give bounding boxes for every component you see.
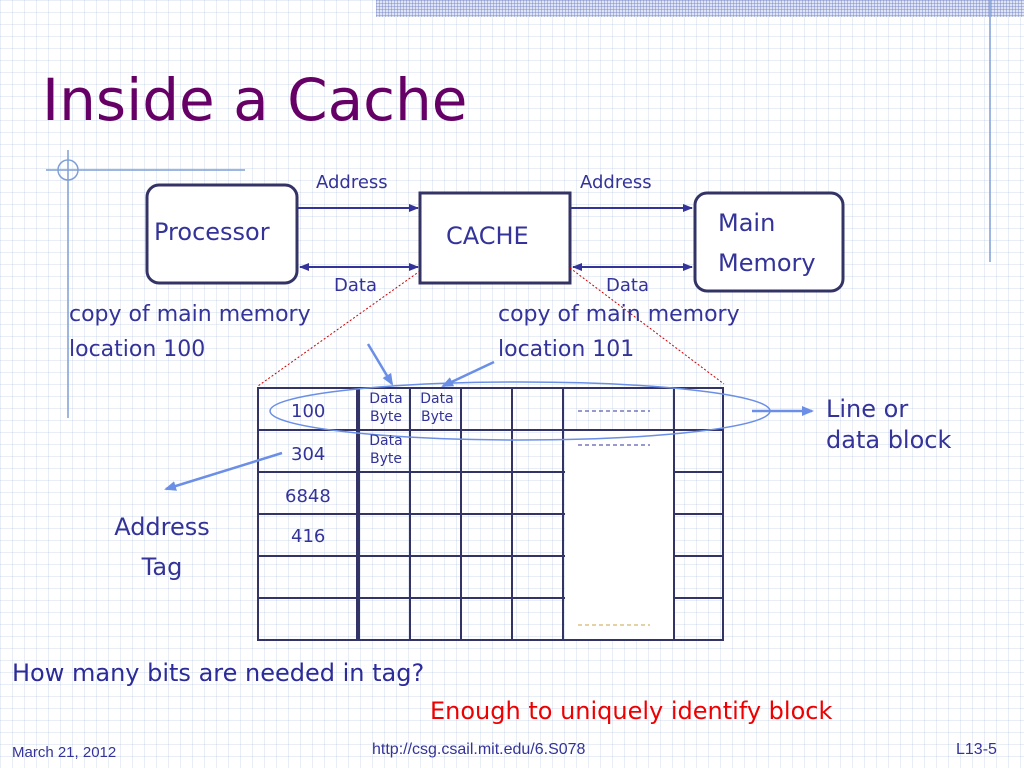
decor-circle	[57, 159, 79, 181]
processor-label: Processor	[154, 218, 270, 246]
pointer-arrow-copy-left	[366, 343, 394, 386]
address-label-left: Address	[316, 172, 388, 193]
footer-url[interactable]: http://csg.csail.mit.edu/6.S078	[372, 741, 586, 758]
ellipsis-column	[565, 431, 673, 639]
copy-left-line1: copy of main memory	[69, 302, 311, 327]
top-decor-bar	[376, 0, 1024, 17]
line-label: Line or data block	[826, 394, 951, 456]
slide-title: Inside a Cache	[42, 66, 468, 134]
data-byte-cell-2: Data Byte	[414, 390, 460, 426]
address-tag-line1: Address	[114, 513, 210, 541]
data-byte-cell-1-line2: Byte	[370, 409, 402, 425]
data-byte-cell-1: Data Byte	[363, 390, 409, 426]
data-label-left: Data	[334, 275, 377, 296]
data-byte-cell-3: Data Byte	[363, 432, 409, 468]
line-label-line2: data block	[826, 426, 952, 454]
tag-value-4: 416	[291, 526, 326, 547]
data-byte-cell-2-line2: Byte	[421, 409, 453, 425]
data-byte-cell-2-line1: Data	[420, 391, 454, 407]
cache-box	[418, 191, 572, 285]
tag-value-3: 6848	[285, 486, 331, 507]
memory-label-line1: Main	[718, 209, 776, 237]
copy-right-line2: location 101	[498, 337, 635, 362]
line-label-line1: Line or	[826, 395, 909, 423]
address-label-right: Address	[580, 172, 652, 193]
data-byte-cell-1-line1: Data	[369, 391, 403, 407]
line-highlight-ellipse	[269, 381, 771, 441]
zoom-line-left	[257, 270, 421, 387]
address-tag-line2: Tag	[141, 553, 183, 581]
data-label-right: Data	[606, 275, 649, 296]
copy-right-line1: copy of main memory	[498, 302, 740, 327]
footer-page-number: L13-5	[956, 741, 997, 758]
memory-box	[693, 191, 845, 293]
address-tag-label: Address Tag	[106, 507, 218, 587]
data-byte-cell-3-line2: Byte	[370, 451, 402, 467]
footer-date: March 21, 2012	[12, 744, 117, 761]
question-text: How many bits are needed in tag?	[12, 659, 425, 687]
data-byte-cell-3-line1: Data	[369, 433, 403, 449]
pointer-arrow-copy-right	[441, 360, 495, 388]
processor-box	[145, 183, 299, 285]
copy-left-line2: location 100	[69, 337, 206, 362]
tag-value-1: 100	[291, 401, 326, 422]
memory-label-line2: Memory	[718, 249, 816, 277]
pointer-arrow-tag	[164, 451, 283, 491]
tag-value-2: 304	[291, 444, 326, 465]
answer-text: Enough to uniquely identify block	[430, 697, 833, 725]
zoom-line-right	[569, 267, 725, 385]
cache-label: CACHE	[446, 222, 529, 250]
